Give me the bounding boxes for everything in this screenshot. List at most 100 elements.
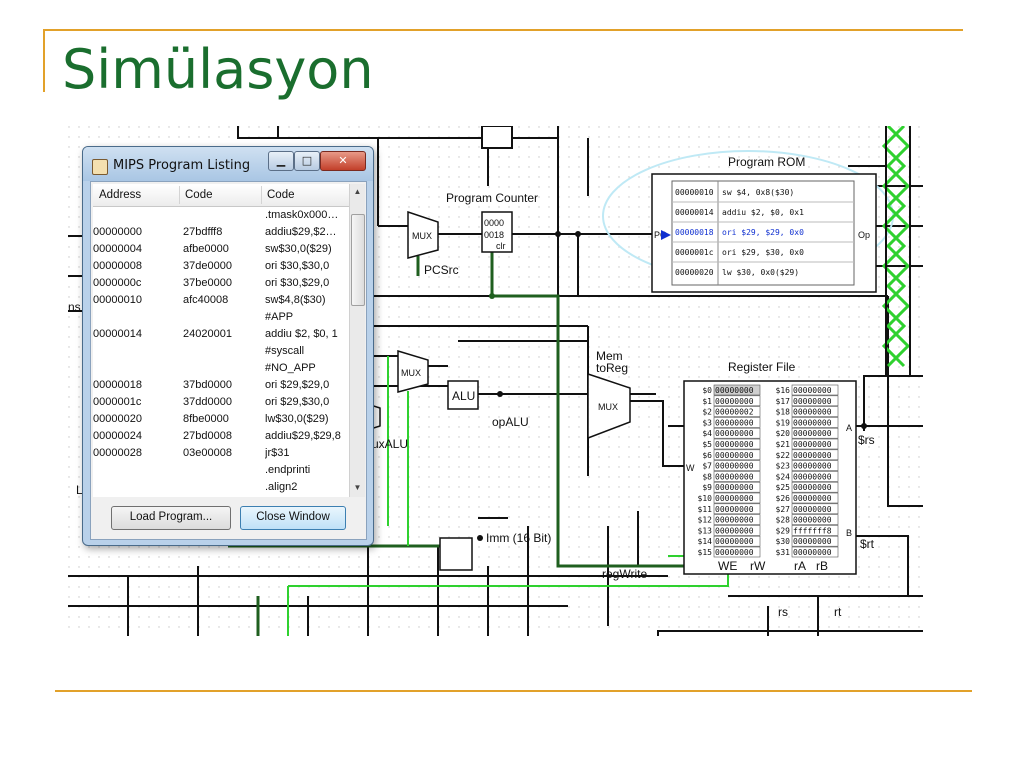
rs-bottom-label: rs <box>778 605 788 619</box>
register-name: $5 <box>702 440 712 449</box>
register-value-box <box>791 525 839 536</box>
register-value: 00000000 <box>715 537 754 546</box>
rom-address: 00000020 <box>675 268 714 277</box>
code-cell: 24020001 <box>183 328 232 340</box>
register-value: 00000000 <box>793 548 832 557</box>
vertical-scrollbar[interactable]: ▲ ▼ <box>349 184 365 497</box>
register-value-box <box>713 514 761 525</box>
close-window-button[interactable]: Close Window <box>240 506 346 530</box>
register-name: $28 <box>776 516 791 525</box>
rom-address: 0000001c <box>675 248 714 257</box>
listing-row[interactable]: .align2 <box>93 479 349 496</box>
rom-instruction: ori $29, $30, 0x0 <box>722 248 804 257</box>
scroll-up-icon[interactable]: ▲ <box>353 187 362 196</box>
register-name: $20 <box>776 429 791 438</box>
source-cell: ori $30,$30,0 <box>265 260 330 272</box>
program-rom-title: Program ROM <box>728 155 805 169</box>
register-name: $31 <box>776 548 791 557</box>
column-header-source[interactable]: Code <box>267 189 295 201</box>
listing-row[interactable]: #APP <box>93 309 349 326</box>
close-button[interactable]: ✕ <box>320 151 366 171</box>
rf-rw-port: rW <box>750 559 766 573</box>
register-value-box <box>791 514 839 525</box>
register-value-box <box>791 460 839 471</box>
register-value: 00000000 <box>715 429 754 438</box>
register-name: $30 <box>776 537 791 546</box>
register-value: 00000002 <box>715 408 754 417</box>
listing-row[interactable]: #NO_APP <box>93 360 349 377</box>
window-title: MIPS Program Listing <box>113 158 251 173</box>
window-titlebar[interactable]: MIPS Program Listing ▁ □ ✕ <box>83 147 373 181</box>
alu-label: ALU <box>452 389 475 403</box>
register-value-box <box>713 438 761 450</box>
code-cell: 03e00008 <box>183 447 232 459</box>
register-value: 00000000 <box>715 440 754 449</box>
register-value: 00000000 <box>715 472 754 481</box>
register-value: 00000000 <box>715 451 754 460</box>
column-header-address[interactable]: Address <box>99 189 142 201</box>
program-counter-label: Program Counter <box>446 191 538 205</box>
load-program-button[interactable]: Load Program... <box>111 506 231 530</box>
register-name: $3 <box>702 418 712 427</box>
register-value-box <box>713 417 761 428</box>
register-name: $21 <box>776 440 791 449</box>
register-name: $0 <box>702 386 712 395</box>
alu-mux-top-label: MUX <box>401 368 421 378</box>
column-separator[interactable] <box>179 186 180 204</box>
column-header-code[interactable]: Code <box>185 189 213 201</box>
maximize-button[interactable]: □ <box>294 151 320 171</box>
column-separator[interactable] <box>261 186 262 204</box>
address-cell: 00000028 <box>93 447 142 459</box>
pc-mux <box>407 210 439 259</box>
register-name: $13 <box>698 526 713 535</box>
scroll-thumb[interactable] <box>351 214 365 306</box>
listing-row[interactable]: .endprinti <box>93 462 349 479</box>
listing-row[interactable]: #syscall <box>93 343 349 360</box>
register-value: 00000000 <box>715 505 754 514</box>
mips-program-listing-window[interactable]: MIPS Program Listing ▁ □ ✕ Address Code … <box>82 146 374 546</box>
register-name: $4 <box>702 429 712 438</box>
pcsrc-label: PCSrc <box>424 263 459 277</box>
scroll-down-icon[interactable]: ▼ <box>353 483 362 492</box>
source-cell: .align2 <box>265 481 298 493</box>
register-name: $8 <box>702 472 712 481</box>
source-cell: sw$4,8($30) <box>265 294 326 306</box>
pc-clr-label: clr <box>496 241 506 251</box>
register-value: 00000000 <box>715 516 754 525</box>
register-value: 00000000 <box>793 505 832 514</box>
rf-we-port: WE <box>718 559 737 573</box>
program-counter-register <box>481 211 513 253</box>
register-name: $10 <box>698 494 713 503</box>
window-footer: Load Program... Close Window <box>91 500 366 539</box>
register-value: 00000000 <box>793 397 832 406</box>
register-value: 00000000 <box>793 483 832 492</box>
register-value-box <box>791 427 839 439</box>
listing-row[interactable]: .tmask0x000… <box>93 207 349 224</box>
register-value-box <box>713 525 761 536</box>
register-value: 00000000 <box>715 397 754 406</box>
code-cell: 8fbe0000 <box>183 413 229 425</box>
source-cell: addiu$29,$29,8 <box>265 430 341 442</box>
register-name: $1 <box>702 397 712 406</box>
minimize-button[interactable]: ▁ <box>268 151 294 171</box>
register-value: 00000000 <box>793 451 832 460</box>
register-name: $26 <box>776 494 791 503</box>
register-value: 00000000 <box>793 516 832 525</box>
code-cell: 37de0000 <box>183 260 232 272</box>
register-value: 00000000 <box>793 418 832 427</box>
register-value: 00000000 <box>793 537 832 546</box>
register-value: 00000000 <box>715 462 754 471</box>
source-cell: ori $30,$29,0 <box>265 277 330 289</box>
